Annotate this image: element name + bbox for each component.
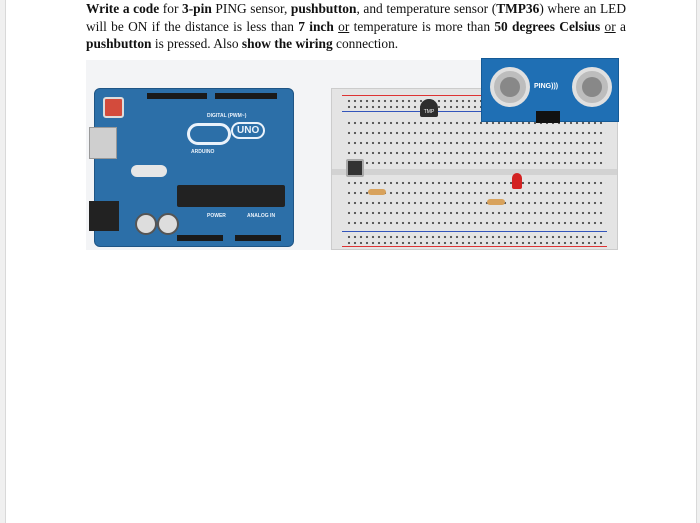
rail-holes — [346, 105, 606, 109]
arduino-brand-label: ARDUINO — [191, 149, 215, 155]
transducer-icon — [490, 67, 530, 107]
question-text: Write a code for 3-pin PING sensor, push… — [86, 0, 626, 53]
usb-port-icon — [89, 127, 117, 159]
terminal-holes — [346, 211, 606, 215]
text-span: connection. — [332, 36, 399, 51]
capacitor-icon — [135, 213, 157, 235]
resistor-icon — [368, 189, 386, 195]
terminal-holes — [346, 201, 606, 205]
text-span: ) where an LED will be ON if the distanc… — [86, 1, 627, 34]
pushbutton-icon — [346, 159, 364, 177]
arduino-logo-icon — [187, 123, 231, 145]
capacitor-icon — [157, 213, 179, 235]
text-span: for — [159, 1, 183, 16]
power-header — [177, 235, 223, 241]
text-span: PING sensor, — [211, 1, 291, 16]
text-span: , and temperature sensor ( — [356, 1, 497, 16]
text-span: a — [615, 18, 626, 34]
phrase-show-wiring: show the wiring — [241, 36, 333, 51]
ping-pins-icon — [536, 111, 560, 123]
ground-rail-bottom — [342, 231, 607, 232]
rail-holes — [346, 99, 606, 103]
reset-button-icon — [103, 97, 124, 118]
analog-header — [235, 235, 281, 241]
phrase-or: or — [338, 18, 350, 34]
terminal-holes — [346, 191, 606, 195]
power-rail-top — [342, 95, 607, 96]
center-channel — [332, 169, 617, 175]
phrase-3pin: 3-pin — [182, 1, 212, 16]
terminal-holes — [346, 131, 606, 135]
phrase-write-code: Write a code — [86, 1, 160, 16]
tmp36-sensor-icon: TMP — [420, 99, 438, 117]
rail-holes — [346, 241, 606, 245]
transducer-icon — [572, 67, 612, 107]
phrase-pushbutton-2: pushbutton — [86, 36, 152, 51]
terminal-holes — [346, 181, 606, 185]
ping-sensor: PING))) — [481, 58, 619, 123]
phrase-7-inch: 7 inch — [298, 18, 334, 34]
terminal-holes — [346, 121, 606, 125]
digital-label: DIGITAL (PWM~) — [207, 113, 247, 119]
red-led-icon — [512, 173, 522, 189]
ping-label: PING))) — [534, 83, 559, 90]
digital-header-left — [147, 93, 207, 99]
terminal-holes — [346, 141, 606, 145]
terminal-holes — [346, 151, 606, 155]
circuit-diagram: DIGITAL (PWM~) UNO ARDUINO POWER ANALOG … — [86, 58, 619, 250]
uno-label: UNO — [231, 122, 266, 139]
power-rail-bottom — [342, 246, 607, 247]
terminal-holes — [346, 221, 606, 225]
resistor-icon — [487, 199, 505, 205]
terminal-holes — [346, 161, 606, 165]
text-span: is pressed. Also — [151, 36, 242, 51]
document-page: Write a code for 3-pin PING sensor, push… — [5, 0, 697, 523]
rail-holes — [346, 235, 606, 239]
power-label: POWER — [207, 213, 226, 219]
text-span: temperature is more than — [349, 18, 495, 34]
analog-label: ANALOG IN — [247, 213, 276, 219]
crystal-icon — [131, 165, 167, 177]
phrase-pushbutton: pushbutton — [290, 1, 357, 16]
phrase-tmp36: TMP36 — [496, 1, 540, 16]
microcontroller-chip-icon — [177, 185, 285, 207]
digital-header-right — [215, 93, 277, 99]
ground-rail-top — [342, 111, 607, 112]
phrase-50-deg: 50 degrees Celsius — [494, 18, 601, 34]
power-jack-icon — [89, 201, 119, 231]
arduino-uno-board: DIGITAL (PWM~) UNO ARDUINO POWER ANALOG … — [89, 88, 294, 247]
phrase-or: or — [604, 18, 616, 34]
